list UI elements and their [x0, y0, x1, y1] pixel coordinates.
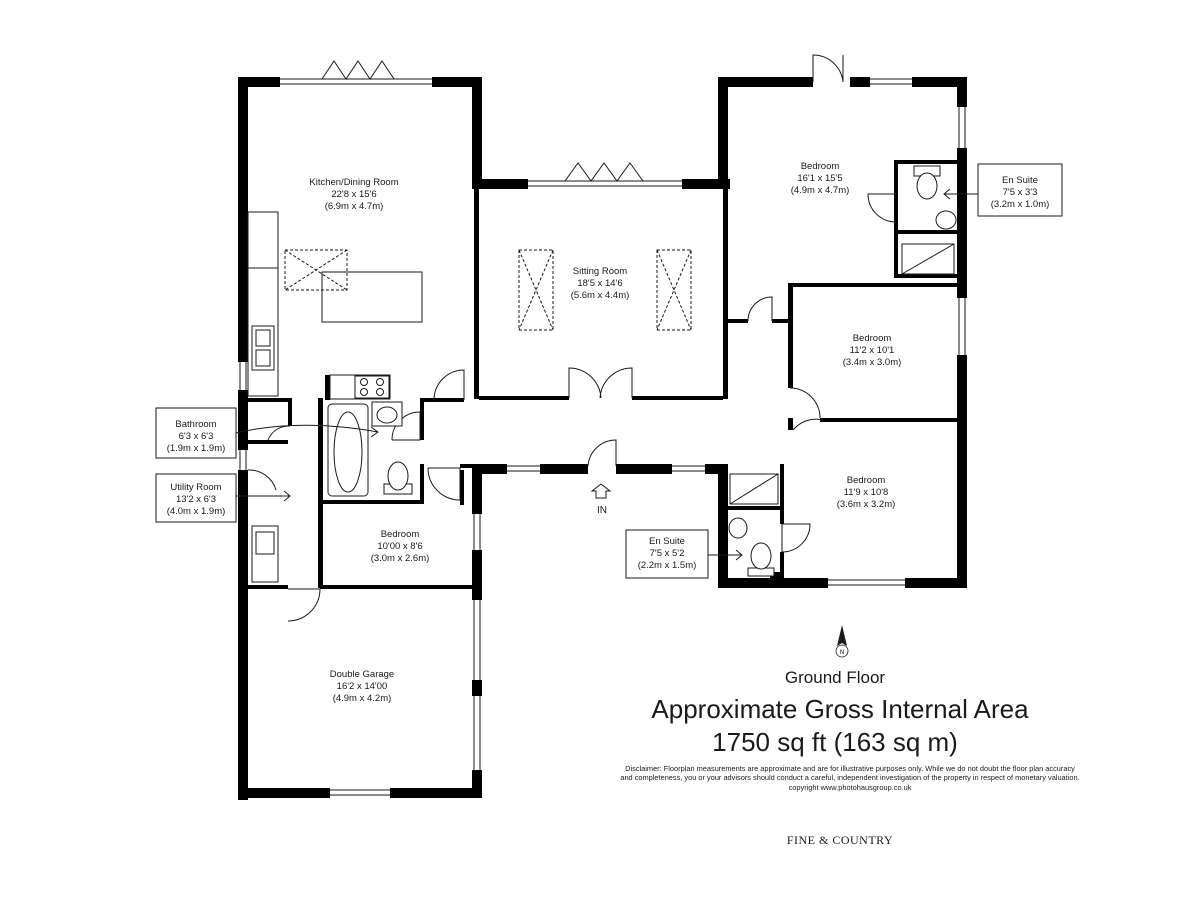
compass-label: N	[840, 650, 844, 656]
room-size-metric: (1.9m x 1.9m)	[167, 443, 226, 454]
room-size-imperial: 6'3 x 6'3	[179, 431, 214, 442]
room-size-imperial: 7'5 x 3'3	[1003, 187, 1038, 198]
room-bedroom-ne: Bedroom 16'1 x 15'5 (4.9m x 4.7m)	[791, 161, 850, 196]
room-size-metric: (3.0m x 2.6m)	[371, 553, 430, 564]
room-name: Bedroom	[801, 161, 840, 172]
windows	[239, 78, 966, 796]
room-size-imperial: 16'2 x 14'00	[337, 681, 388, 692]
room-bedroom-se: Bedroom 11'9 x 10'8 (3.6m x 3.2m)	[837, 475, 896, 510]
room-size-metric: (3.6m x 3.2m)	[837, 499, 896, 510]
room-name: Bathroom	[175, 419, 216, 430]
room-size-metric: (3.4m x 3.0m)	[843, 357, 902, 368]
room-size-imperial: 7'5 x 5'2	[650, 548, 685, 559]
fixtures	[247, 165, 957, 583]
room-size-imperial: 11'2 x 10'1	[850, 345, 895, 356]
area-value: 1750 sq ft (163 sq m)	[712, 727, 958, 757]
room-sitting: Sitting Room 18'5 x 14'6 (5.6m x 4.4m)	[571, 266, 630, 301]
room-size-imperial: 13'2 x 6'3	[176, 494, 216, 505]
room-ensuite-se: En Suite 7'5 x 5'2 (2.2m x 1.5m)	[638, 536, 697, 571]
callout-arrows	[235, 188, 978, 561]
room-size-metric: (5.6m x 4.4m)	[571, 290, 630, 301]
room-size-metric: (4.0m x 1.9m)	[167, 506, 226, 517]
room-size-metric: (6.9m x 4.7m)	[325, 201, 384, 212]
room-garage: Double Garage 16'2 x 14'00 (4.9m x 4.2m)	[330, 669, 394, 704]
room-kitchen: Kitchen/Dining Room 22'8 x 15'6 (6.9m x …	[309, 177, 398, 212]
room-name: En Suite	[1002, 175, 1038, 186]
disclaimer: Disclaimer: Floorplan measurements are a…	[620, 764, 1080, 792]
room-size-imperial: 18'5 x 14'6	[577, 278, 622, 289]
exterior-walls	[238, 77, 967, 800]
entrance-arrow-icon	[590, 483, 612, 499]
room-size-imperial: 11'9 x 10'8	[844, 487, 889, 498]
room-name: En Suite	[649, 536, 685, 547]
compass-icon: N	[835, 625, 849, 658]
room-size-metric: (2.2m x 1.5m)	[638, 560, 697, 571]
doors	[247, 54, 897, 622]
room-name: Bedroom	[853, 333, 892, 344]
room-size-imperial: 22'8 x 15'6	[331, 189, 376, 200]
area-title: Approximate Gross Internal Area	[651, 694, 1029, 724]
room-bathroom: Bathroom 6'3 x 6'3 (1.9m x 1.9m)	[167, 419, 226, 454]
room-size-metric: (3.2m x 1.0m)	[991, 199, 1050, 210]
callout-boxes	[155, 163, 1063, 579]
entrance-label: IN	[597, 505, 607, 516]
room-size-imperial: 16'1 x 15'5	[797, 173, 842, 184]
room-name: Kitchen/Dining Room	[309, 177, 398, 188]
room-name: Bedroom	[847, 475, 886, 486]
room-name: Sitting Room	[573, 266, 627, 277]
room-utility: Utility Room 13'2 x 6'3 (4.0m x 1.9m)	[167, 482, 226, 517]
room-size-metric: (4.9m x 4.7m)	[791, 185, 850, 196]
interior-walls	[248, 160, 960, 589]
room-bedroom-east: Bedroom 11'2 x 10'1 (3.4m x 3.0m)	[843, 333, 902, 368]
room-ensuite-ne: En Suite 7'5 x 3'3 (3.2m x 1.0m)	[991, 175, 1050, 210]
brand-logo: FINE & COUNTRY	[786, 833, 894, 847]
room-size-imperial: 10'00 x 8'6	[377, 541, 422, 552]
floor-name: Ground Floor	[784, 668, 886, 687]
room-name: Utility Room	[170, 482, 221, 493]
room-name: Bedroom	[381, 529, 420, 540]
room-size-metric: (4.9m x 4.2m)	[333, 693, 392, 704]
room-bedroom-west: Bedroom 10'00 x 8'6 (3.0m x 2.6m)	[371, 529, 430, 564]
room-name: Double Garage	[330, 669, 394, 680]
